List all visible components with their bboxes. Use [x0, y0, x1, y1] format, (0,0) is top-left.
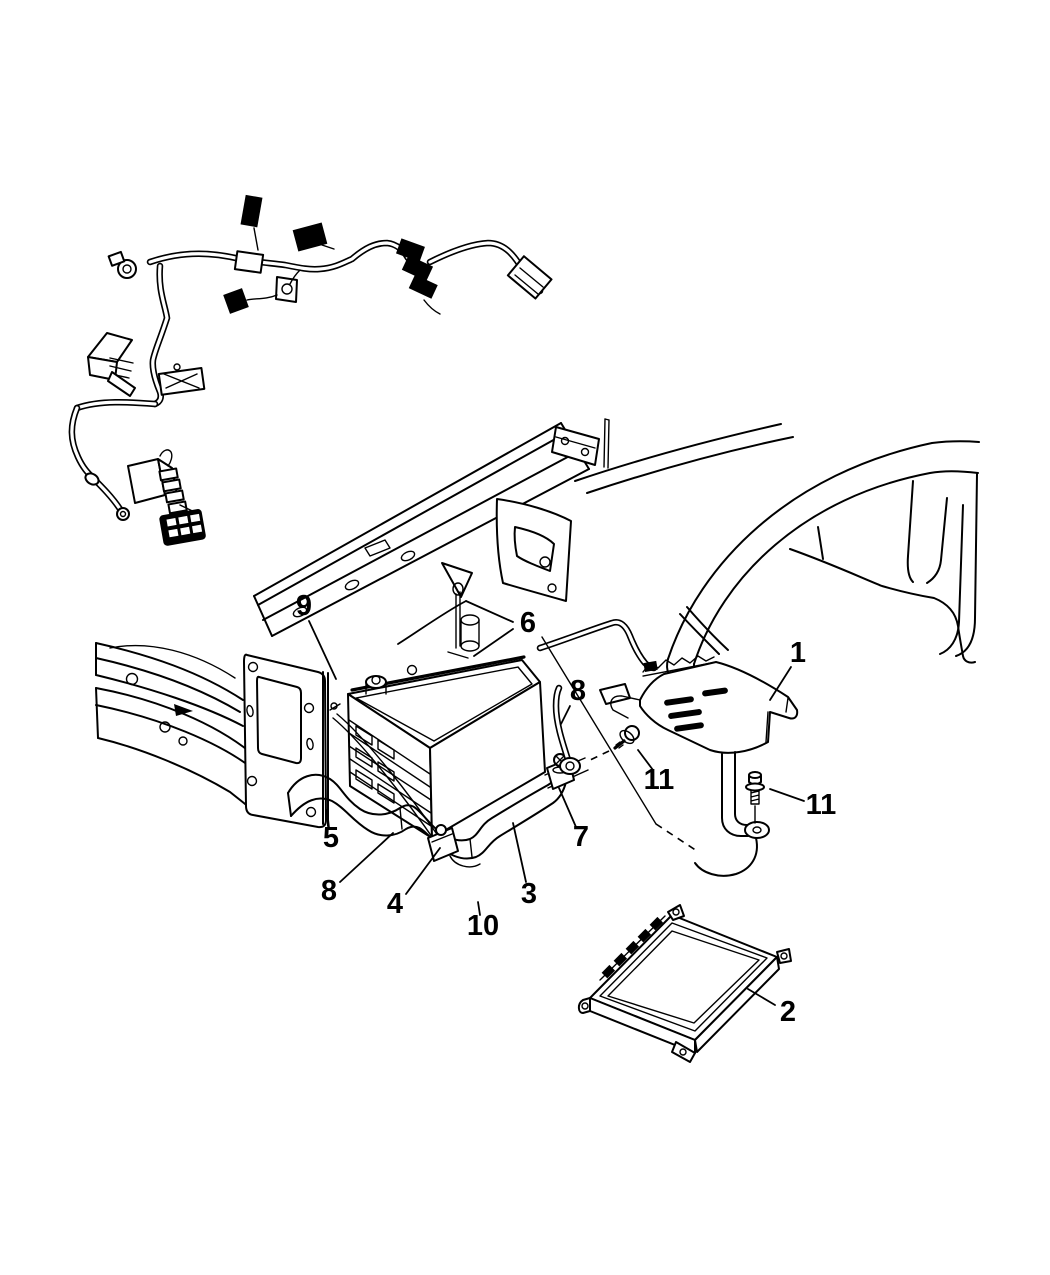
hood-latch-bracket: [495, 498, 572, 602]
frame-rails: [95, 642, 253, 811]
leader-lines: [308, 600, 805, 1006]
relay-box-lower: [127, 449, 199, 515]
harness-end-connector: [506, 255, 553, 300]
callout-5: 5: [323, 822, 339, 854]
ring-terminal: [107, 250, 137, 279]
callout-11-right: 11: [806, 789, 837, 821]
callout-2: 2: [780, 996, 796, 1028]
callout-1: 1: [790, 637, 806, 669]
battery-cable-rear: [536, 619, 658, 775]
control-module: [577, 904, 792, 1063]
fender-outer-arc: [667, 440, 980, 660]
wheelhouse-lower-edge: [789, 548, 976, 664]
tape-wrap: [233, 250, 265, 274]
fender-wheel-arch: [574, 423, 980, 685]
harness-connector-bottom: [159, 509, 206, 546]
callout-6: 6: [520, 607, 536, 639]
callout-8-front: 8: [321, 875, 337, 907]
bracket-screw-left: [585, 725, 640, 763]
rail-wedge: [441, 562, 473, 598]
harness-connector-mid: [157, 363, 206, 396]
harness-connector-top: [240, 194, 335, 252]
battery-wiring-harness: [68, 194, 553, 546]
callout-4: 4: [387, 888, 403, 920]
fender-inner-arc: [693, 470, 979, 665]
bracket-strap: [721, 751, 770, 839]
harness-connector-cluster: [395, 238, 438, 299]
relay-box-upper: [87, 332, 136, 397]
hold-down-rods: [447, 582, 480, 659]
callout-7: 7: [573, 821, 589, 853]
callout-11-left: 11: [644, 764, 675, 796]
callout-9: 9: [296, 590, 312, 622]
callout-labels: 1 2 3 4 5 6 7 8 8 9 10 11 11: [296, 590, 836, 1028]
direction-arrow: [174, 704, 193, 716]
battery-support-bracket: [599, 655, 799, 839]
rail-end-bracket: [551, 418, 610, 469]
harness-bracket-clip: [223, 269, 301, 314]
battery-front-face: [429, 681, 546, 839]
bracket-screw-right: [745, 771, 765, 824]
ground-wire-run: [541, 636, 758, 877]
callout-10: 10: [467, 910, 499, 942]
callout-3: 3: [521, 878, 537, 910]
mount-plate: [243, 653, 329, 829]
battery: [329, 655, 546, 856]
radiator-support-rail: [253, 418, 610, 637]
battery-vent-texture: [348, 719, 432, 827]
battery-terminal-post: [365, 675, 387, 695]
callout-8-rear: 8: [570, 675, 586, 707]
